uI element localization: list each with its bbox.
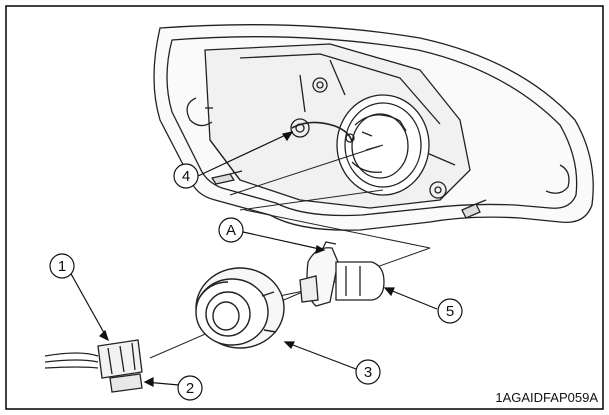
callout-a-label: A (226, 222, 236, 239)
callout-1-label: 1 (58, 258, 66, 275)
callout-3: 3 (355, 359, 381, 385)
callout-2: 2 (177, 375, 203, 401)
wiring-connector (44, 339, 143, 393)
callout-2-label: 2 (186, 380, 194, 397)
callout-3-label: 3 (364, 364, 372, 381)
callout-4: 4 (173, 163, 199, 189)
bulb-socket (195, 267, 285, 349)
callout-1: 1 (49, 253, 75, 279)
callout-4-label: 4 (182, 168, 190, 185)
callout-a: A (218, 217, 244, 243)
callout-5: 5 (437, 298, 463, 324)
figure-code: 1AGAIDFAP059A (495, 390, 598, 405)
callout-5-label: 5 (446, 303, 454, 320)
headlamp-bulb (299, 241, 385, 307)
headlamp-housing (153, 24, 594, 231)
callout-leaders (69, 131, 438, 387)
